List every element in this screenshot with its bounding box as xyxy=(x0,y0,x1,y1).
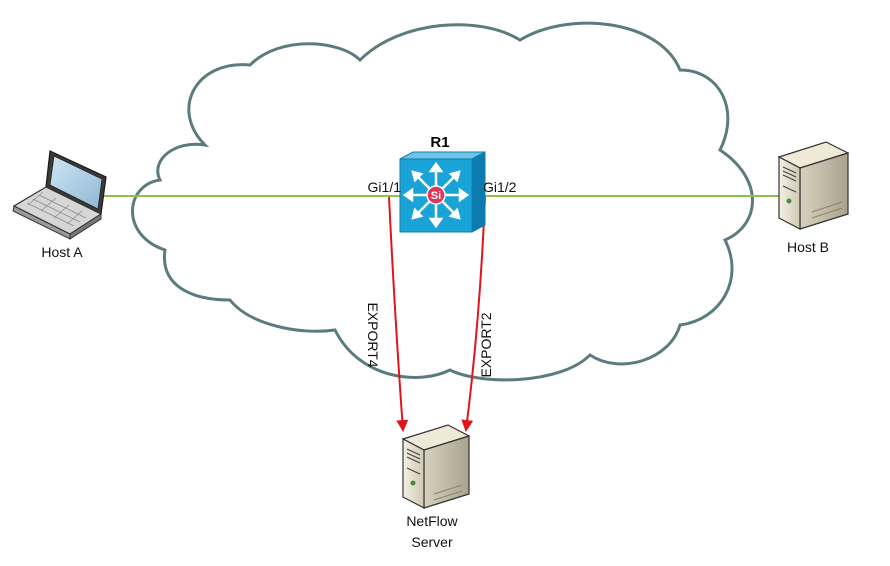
host-a[interactable] xyxy=(12,150,107,240)
export4-label: EXPORT4 xyxy=(365,302,381,367)
export2-label: EXPORT2 xyxy=(478,312,494,377)
si-badge xyxy=(426,185,446,205)
router-label: R1 xyxy=(430,134,449,151)
interface-gi1-2-label: Gi1/2 xyxy=(483,179,517,195)
si-badge-label: Si xyxy=(431,190,441,202)
netflow-server-label-line1: NetFlow xyxy=(406,513,458,529)
server-icon xyxy=(401,424,471,509)
export-arrow-left xyxy=(388,196,409,432)
router-r1[interactable]: Si xyxy=(399,151,486,233)
laptop-icon xyxy=(12,150,107,240)
host-a-label: Host A xyxy=(41,244,83,260)
interface-gi1-1-label: Gi1/1 xyxy=(368,179,402,195)
host-b[interactable] xyxy=(777,141,850,230)
host-b-label: Host B xyxy=(787,239,829,255)
netflow-server[interactable] xyxy=(401,424,471,509)
server-icon xyxy=(777,141,850,230)
export-arrow-right xyxy=(461,196,486,432)
netflow-server-label-line2: Server xyxy=(411,534,453,550)
